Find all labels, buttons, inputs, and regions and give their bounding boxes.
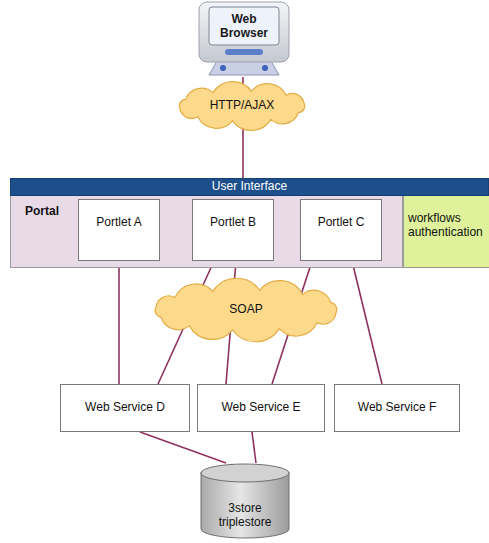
cloud-outline: [155, 278, 337, 342]
connector-line: [242, 128, 244, 178]
browser-icon: Web Browser: [195, 1, 293, 77]
portlet-box: Portlet B: [192, 199, 274, 261]
monitor-button: [262, 65, 268, 71]
node-label: Portlet A: [96, 216, 141, 230]
connector-line: [252, 432, 256, 463]
node-label: Web Service E: [221, 401, 300, 415]
node-label: User Interface: [212, 180, 287, 194]
monitor-base: [209, 61, 279, 75]
portal-region: PortalPortlet A Portlet B Portlet C: [10, 196, 403, 268]
monitor-body: [199, 2, 289, 62]
connector-line: [352, 261, 382, 384]
database-cylinder: 3store triplestore: [200, 463, 290, 539]
portlet-box: Portlet C: [300, 199, 382, 261]
network-cloud: SOAP: [148, 283, 344, 337]
node-label: workflows authentication: [408, 212, 486, 240]
node-label: 3store triplestore: [209, 502, 281, 530]
cylinder-top: [201, 464, 289, 482]
cloud-outline: [179, 82, 304, 131]
interface-band: User Interface: [10, 178, 489, 196]
monitor-strip: [225, 49, 263, 55]
node-label: HTTP/AJAX: [210, 99, 275, 113]
node-label: Web Browser: [211, 13, 277, 41]
connector-line: [140, 432, 226, 463]
monitor-button: [220, 65, 226, 71]
node-label: Web Service F: [358, 401, 436, 415]
service-box: Web Service D: [60, 384, 190, 432]
service-panel: workflows authentication: [403, 196, 489, 268]
portlet-box: Portlet A: [78, 199, 160, 261]
service-box: Web Service E: [197, 384, 325, 432]
monitor-screen: [209, 7, 279, 45]
node-label: Portal: [25, 205, 59, 219]
node-label: Web Service D: [85, 401, 165, 415]
node-label: Portlet B: [210, 216, 256, 230]
network-cloud: HTTP/AJAX: [172, 84, 312, 128]
connector-line: [118, 261, 120, 384]
service-box: Web Service F: [334, 384, 460, 432]
node-label: Portlet C: [318, 216, 365, 230]
node-label: SOAP: [229, 303, 262, 317]
